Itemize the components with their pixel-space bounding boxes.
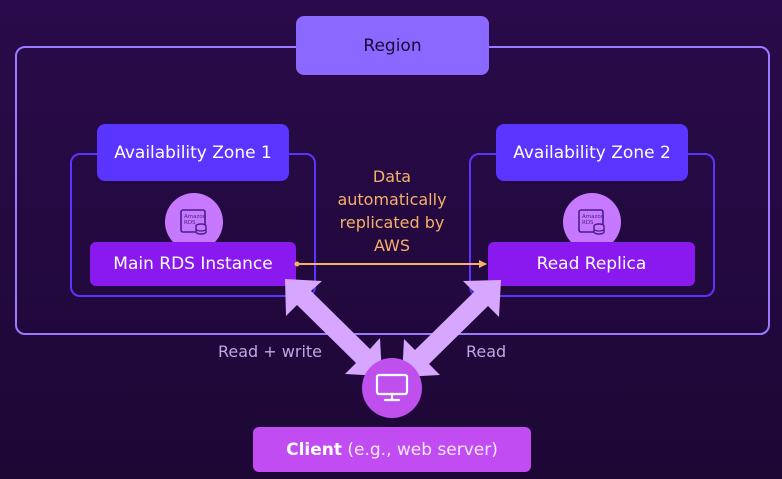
availability-zone-2-label: Availability Zone 2 (496, 124, 688, 181)
client-label-description: (e.g., web server) (341, 439, 498, 460)
replication-arrow-start (294, 261, 300, 267)
rds-icon-text-amazon: Amazon (184, 214, 207, 220)
client-label-bold: Client (286, 439, 342, 460)
rds-icon-text-rds: RDS (184, 220, 196, 226)
amazon-rds-icon: Amazon RDS (563, 193, 621, 251)
read-write-arrow (285, 279, 382, 376)
availability-zone-1-label: Availability Zone 1 (97, 124, 289, 181)
replication-line-2: automatically (337, 190, 447, 209)
rds-icon-text-rds: RDS (582, 220, 594, 226)
read-label: Read (466, 342, 507, 361)
monitor-icon (362, 358, 422, 418)
main-rds-instance[interactable]: Main RDS Instance (90, 242, 296, 286)
read-write-label: Read + write (218, 342, 323, 361)
replication-line-3: replicated by (339, 213, 445, 232)
replication-line-4: AWS (373, 236, 411, 255)
read-arrow (402, 280, 501, 377)
read-replica-instance[interactable]: Read Replica (488, 242, 695, 286)
rds-icon-text-amazon: Amazon (582, 214, 605, 220)
region-label: Region (296, 16, 489, 75)
replication-annotation: Data automatically replicated by AWS (330, 165, 454, 257)
amazon-rds-icon: Amazon RDS (165, 193, 223, 251)
client-label[interactable]: Client (e.g., web server) (253, 427, 531, 472)
replication-line-1: Data (372, 167, 412, 186)
